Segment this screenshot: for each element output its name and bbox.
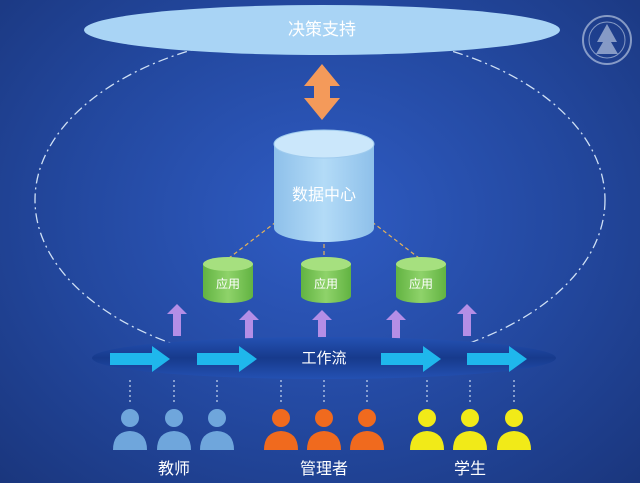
workflow-band: [92, 337, 556, 379]
manager-label: 管理者: [299, 459, 348, 478]
bidirectional-arrow: [304, 64, 340, 120]
person-icon: [113, 409, 147, 450]
person-icon: [307, 409, 341, 450]
teacher-label: 教师: [157, 459, 190, 478]
data-center-label: 数据中心: [291, 185, 356, 204]
decision-support-label: 决策支持: [288, 20, 356, 40]
app-cylinder-1: [203, 257, 253, 303]
up-arrow-icon: [457, 304, 477, 336]
data-center-cylinder: [273, 129, 375, 242]
people-connector-lines: [129, 380, 515, 402]
up-arrow-icon: [386, 310, 406, 342]
purple-up-arrows: [167, 304, 477, 342]
app-label-3: 应用: [408, 277, 433, 291]
workflow-label: 工作流: [301, 349, 347, 367]
university-logo: [582, 15, 632, 65]
student-group: [410, 409, 531, 450]
person-icon: [453, 409, 487, 450]
right-arrow-icon: [467, 346, 527, 372]
right-arrow-icon: [197, 346, 257, 372]
person-icon: [350, 409, 384, 450]
workflow-arrows: [110, 346, 527, 372]
up-arrow-icon: [312, 310, 332, 342]
app-cylinder-3: [396, 257, 446, 303]
person-icon: [157, 409, 191, 450]
person-icon: [200, 409, 234, 450]
manager-group: [264, 409, 384, 450]
decision-support-banner: [84, 5, 560, 55]
up-arrow-icon: [167, 304, 187, 336]
person-icon: [264, 409, 298, 450]
app-label-2: 应用: [313, 277, 338, 291]
right-arrow-icon: [381, 346, 441, 372]
app-cylinder-2: [301, 257, 351, 303]
up-arrow-icon: [239, 310, 259, 342]
person-icon: [410, 409, 444, 450]
right-arrow-icon: [110, 346, 170, 372]
student-label: 学生: [453, 459, 486, 478]
app-label-1: 应用: [215, 277, 240, 291]
person-icon: [497, 409, 531, 450]
connector-lines: [228, 221, 420, 259]
teacher-group: [113, 409, 234, 450]
